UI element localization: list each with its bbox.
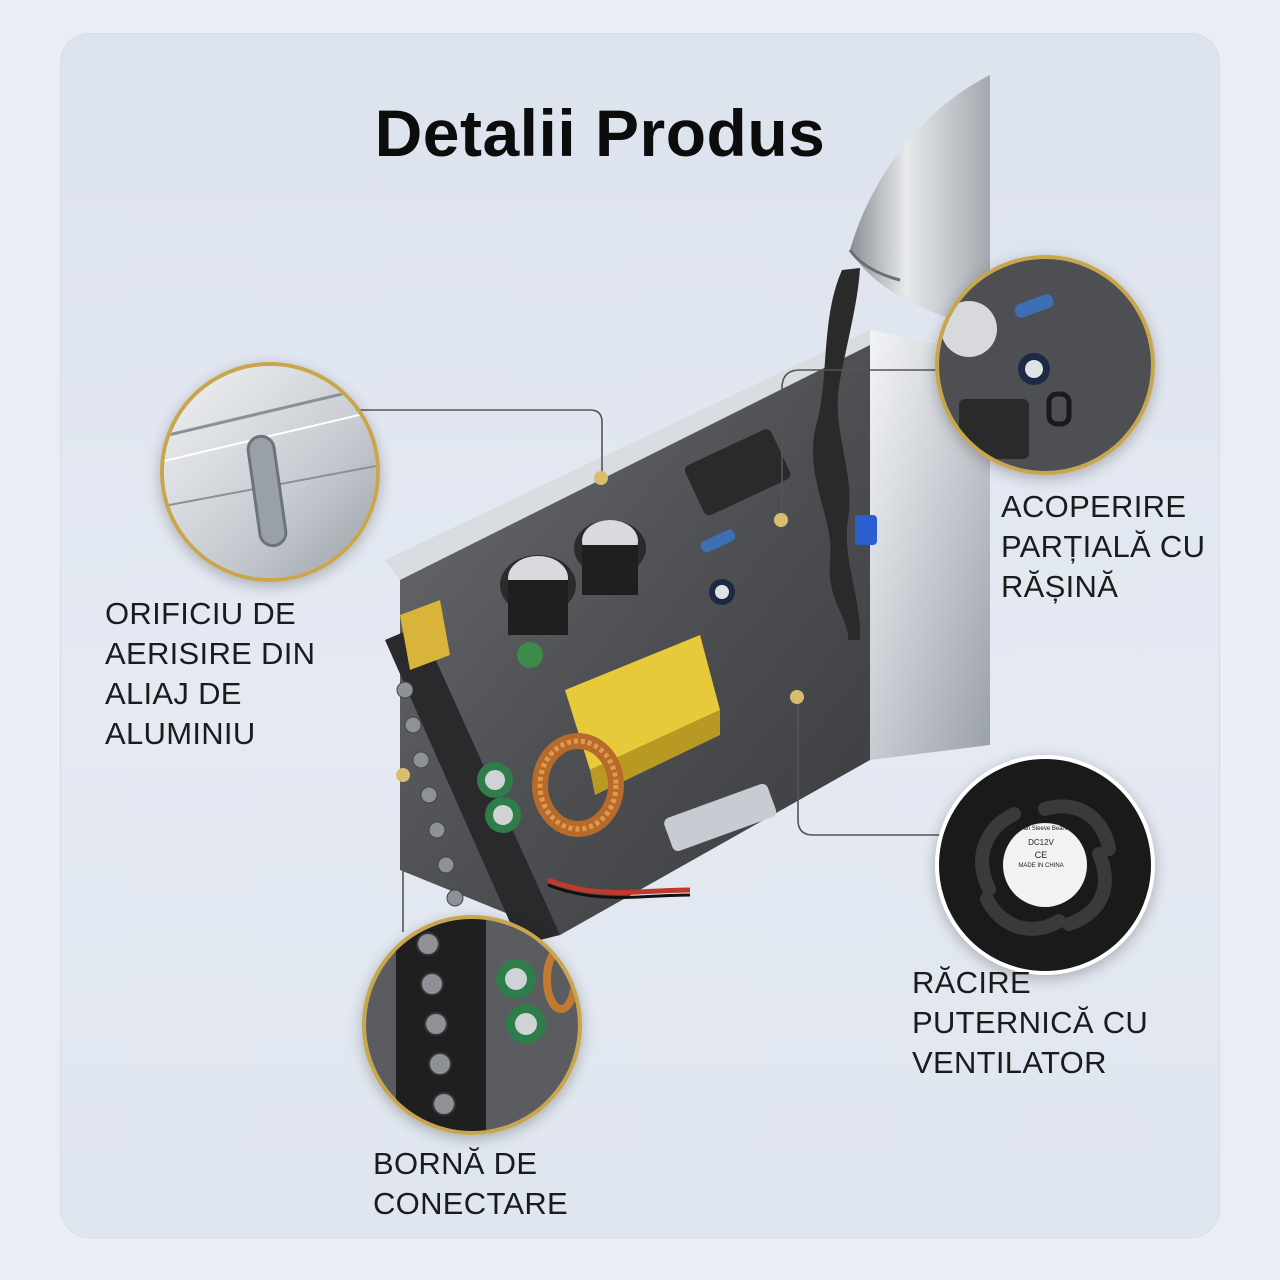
label-terminal-block: BORNĂ DE CONECTARE <box>373 1144 568 1224</box>
zoom-resin-coating <box>935 255 1155 475</box>
resin-pouring-cup <box>848 75 990 330</box>
terminal-block-icon <box>366 919 578 1131</box>
label-line: AERISIRE DIN <box>105 636 316 671</box>
zoom-terminal-block <box>362 915 582 1135</box>
label-line: PARȚIALĂ CU <box>1001 529 1206 564</box>
resin-stream <box>812 268 861 640</box>
label-line: CONECTARE <box>373 1186 569 1221</box>
leader-lines <box>335 369 1021 932</box>
chassis-top-edge <box>385 330 870 580</box>
fan-sticker: DC Fan Sleeve Bearing DC12V CE MADE IN C… <box>998 825 1084 871</box>
label-line: ACOPERIRE <box>1001 489 1187 524</box>
page-title: Detalii Produs <box>374 96 826 170</box>
label-line: ALIAJ DE <box>105 676 242 711</box>
label-line: ALUMINIU <box>105 716 256 751</box>
terminal-strip <box>385 625 560 945</box>
cooling-fan-icon <box>939 759 1151 971</box>
zoom-aluminum-vent <box>160 362 380 582</box>
fan-sticker-line4: MADE IN CHINA <box>1018 863 1064 869</box>
label-line: PUTERNICĂ CU <box>912 1005 1149 1040</box>
aluminum-vent-icon <box>164 366 376 578</box>
label-line: BORNĂ DE <box>373 1146 538 1181</box>
toroid-coil <box>532 733 624 837</box>
zoom-cooling-fan <box>935 755 1155 975</box>
label-line: RĂCIRE <box>912 965 1031 1000</box>
label-resin-coating: ACOPERIRE PARȚIALĂ CU RĂȘINĂ <box>1001 487 1205 607</box>
label-aluminum-vent: ORIFICIU DE AERISIRE DIN ALIAJ DE ALUMIN… <box>105 594 315 754</box>
heatsink-clip <box>684 429 791 516</box>
bottom-clip <box>664 783 777 852</box>
label-line: ORIFICIU DE <box>105 596 297 631</box>
fan-sticker-line2: DC12V <box>1028 838 1054 847</box>
label-line: VENTILATOR <box>912 1045 1107 1080</box>
chassis-side-wall <box>870 330 990 760</box>
capacitors <box>477 520 735 833</box>
label-cooling-fan: RĂCIRE PUTERNICĂ CU VENTILATOR <box>912 963 1148 1083</box>
fan-sticker-line3: CE <box>1034 850 1048 860</box>
label-line: RĂȘINĂ <box>1001 569 1119 604</box>
resin-coating-icon <box>939 259 1151 471</box>
pcb-board <box>400 345 870 935</box>
fan-sticker-line1: DC Fan Sleeve Bearing <box>1009 826 1073 832</box>
